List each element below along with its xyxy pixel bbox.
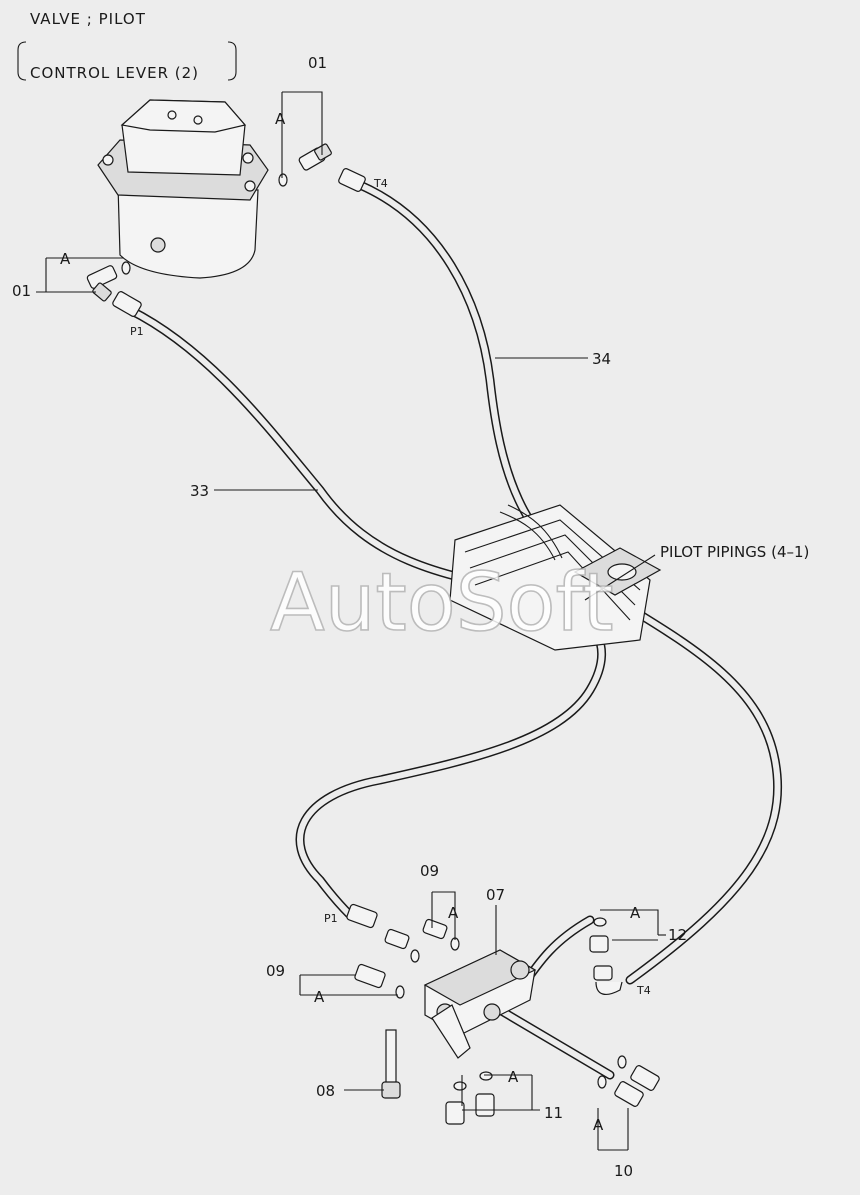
callout-10: 10 [614,1162,633,1180]
header-bracket-left [17,41,27,81]
header-bracket-right [227,41,237,81]
callout-11: 11 [544,1104,563,1122]
fittings-10 [597,1055,660,1107]
letter-a-top: A [275,110,286,128]
watermark: AutoSoft [270,556,614,649]
fitting-p1-top [112,291,142,317]
port-t4-bottom: T4 [636,984,651,997]
letter-a-09-top: A [448,904,459,922]
callout-09-left: 09 [266,962,285,980]
letter-a-10: A [593,1116,604,1134]
leader-lines [36,91,666,1151]
hose-33 [125,305,606,920]
callout-08: 08 [316,1082,335,1100]
fittings-12 [589,917,623,996]
fitting-01-left [86,261,131,302]
callout-07: 07 [486,886,505,904]
port-t4-top: T4 [373,177,388,190]
fittings-11 [445,1071,495,1125]
callout-09-top: 09 [420,862,439,880]
letter-a-12: A [630,904,641,922]
pilot-valve-body [97,99,269,279]
header-subtitle: CONTROL LEVER (2) [30,64,199,82]
letter-a-11: A [508,1068,519,1086]
fittings-09 [346,903,460,999]
callout-01-left: 01 [12,282,31,300]
pilot-pipings-block [449,504,662,651]
callout-12: 12 [668,926,687,944]
header-title: VALVE ; PILOT [30,10,146,28]
valve-07-body [423,949,537,1059]
letter-a-left: A [60,250,71,268]
fitting-t4-top [338,168,366,192]
port-p1-top: P1 [130,325,144,338]
pilot-pipings-ref: PILOT PIPINGS (4–1) [660,543,809,561]
callout-34: 34 [592,350,611,368]
port-p1-bottom: P1 [324,912,338,925]
bolt-08 [381,1029,401,1099]
callout-33: 33 [190,482,209,500]
letter-a-09-left: A [314,988,325,1006]
fitting-01-top [278,143,332,187]
callout-01-top: 01 [308,54,327,72]
